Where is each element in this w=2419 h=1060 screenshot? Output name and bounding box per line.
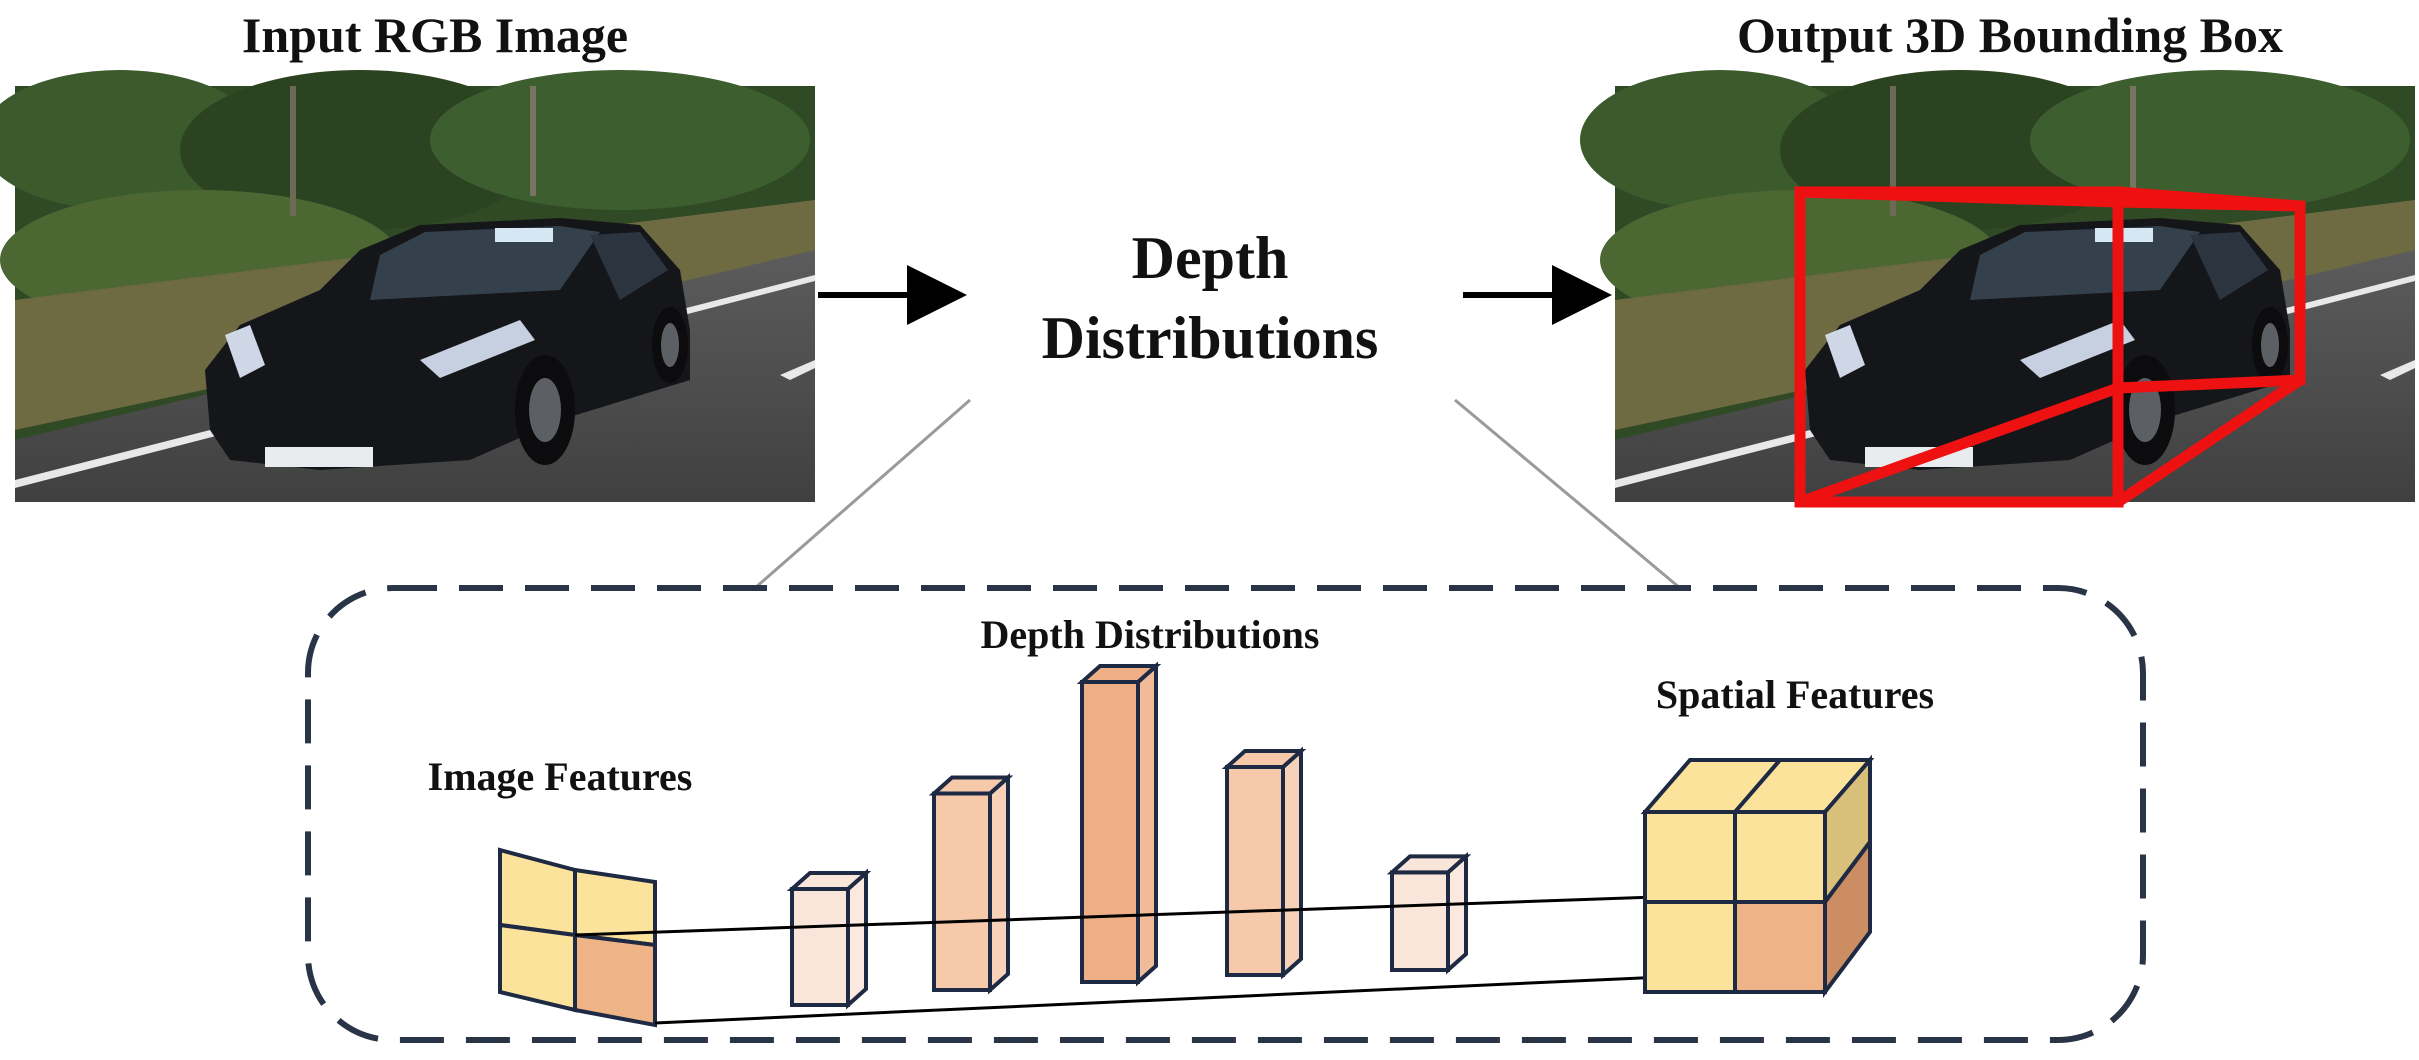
depth-bin-5-top [1386, 854, 1472, 875]
spatial-features-label: Spatial Features [1656, 672, 1934, 717]
depth-bin-3-side [1136, 661, 1158, 987]
depth-distributions-label: Depth Distributions [981, 612, 1320, 657]
depth-bin-1-front [790, 887, 850, 1007]
depth-bin-2-front [932, 791, 992, 992]
depth-bin-3-front [1080, 680, 1140, 984]
depth-bin-2-side [988, 773, 1010, 995]
depth-bin-5-front [1390, 870, 1450, 973]
center-depth-label-line2: Distributions [1042, 305, 1379, 371]
depth-bin-4-top [1221, 749, 1307, 769]
image-features-plane [498, 847, 657, 1028]
inset-dashed-panel [305, 585, 2146, 1043]
output-bbox-photo [1580, 70, 2415, 508]
input-rgb-photo [0, 70, 815, 502]
depth-bin-5-side [1446, 851, 1468, 975]
input-image-title: Input RGB Image [242, 7, 628, 63]
depth-bin-4-side [1281, 746, 1303, 980]
red-3d-bounding-box [1794, 186, 2306, 508]
spatial-features-cube [1640, 754, 1875, 998]
depth-bin-1-side [846, 868, 868, 1010]
projection-arrow-lower [654, 958, 1818, 1025]
projection-arrow-upper [574, 881, 1773, 937]
zoom-line-right [1454, 398, 1681, 590]
center-depth-label-line1: Depth [1132, 225, 1289, 291]
depth-bin-4-front [1225, 765, 1285, 977]
depth-bin-1-top [786, 871, 872, 891]
depth-bin-2-top [928, 775, 1014, 796]
zoom-line-left [754, 398, 971, 590]
depth-bins-group [786, 661, 1472, 1010]
image-features-label: Image Features [428, 754, 693, 799]
depth-bin-3-top [1076, 664, 1162, 684]
output-box-title: Output 3D Bounding Box [1737, 7, 2283, 63]
